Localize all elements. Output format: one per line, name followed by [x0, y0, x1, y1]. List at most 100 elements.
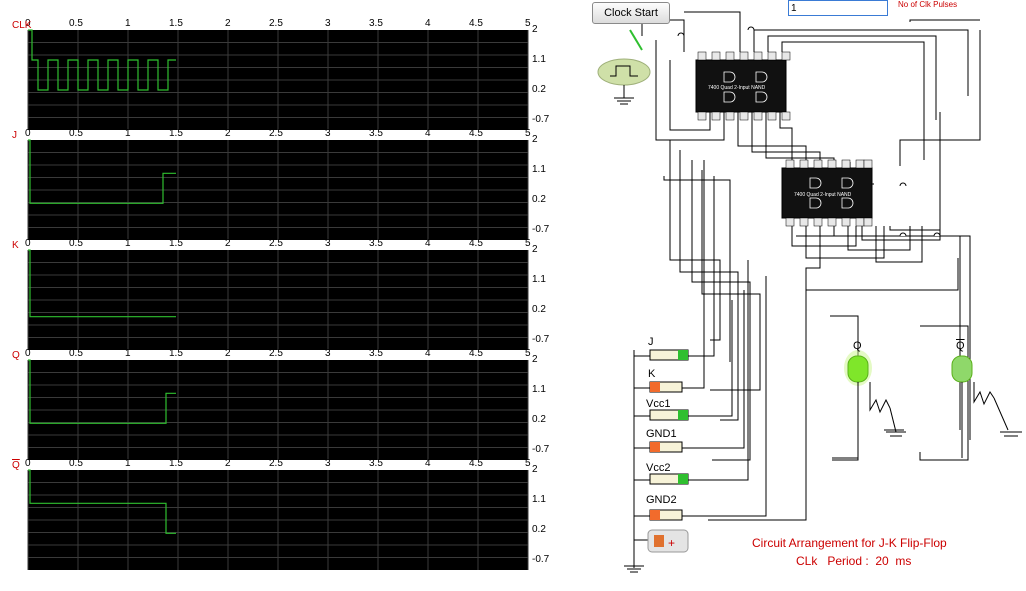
x-tick-label: 1 — [125, 348, 131, 359]
x-tick-label: 2 — [225, 458, 231, 469]
x-tick-label: 0.5 — [69, 348, 83, 359]
switch-vcc2[interactable] — [649, 473, 689, 485]
svg-text:+: + — [668, 536, 675, 550]
x-tick-label: 0 — [25, 128, 31, 139]
y-tick-label: 1.1 — [532, 164, 546, 175]
y-tick-label: 0.2 — [532, 304, 546, 315]
x-tick-label: 5 — [525, 458, 531, 469]
clock-pulses-input[interactable] — [788, 0, 888, 16]
switch-label-vcc2: Vcc2 — [646, 462, 671, 474]
wires — [633, 11, 981, 568]
x-tick-label: 2 — [225, 128, 231, 139]
x-tick-label: 5 — [525, 128, 531, 139]
y-tick-label: -0.7 — [532, 554, 550, 565]
switch-gnd1[interactable] — [649, 441, 683, 453]
x-tick-label: 2 — [225, 18, 231, 29]
trace-q-3 — [28, 359, 176, 424]
switch-label-j: J — [648, 336, 654, 348]
clock-start-button[interactable]: Clock Start — [592, 2, 670, 24]
x-tick-label: 2.5 — [269, 128, 283, 139]
x-tick-label: 0.5 — [69, 128, 83, 139]
x-tick-label: 4 — [425, 458, 431, 469]
led-q-label: Q — [853, 340, 862, 352]
switch-label-gnd1: GND1 — [646, 428, 677, 440]
switch-label-gnd2: GND2 — [646, 494, 677, 506]
battery-icon[interactable]: + — [647, 529, 689, 553]
y-tick-label: 2 — [532, 464, 538, 475]
x-tick-label: 0.5 — [69, 18, 83, 29]
x-tick-label: 0 — [25, 238, 31, 249]
x-tick-label: 1.5 — [169, 238, 183, 249]
y-tick-label: 0.2 — [532, 84, 546, 95]
channel-label-1: J — [12, 130, 17, 141]
x-tick-label: 3.5 — [369, 18, 383, 29]
x-tick-label: 4.5 — [469, 128, 483, 139]
x-tick-label: 1 — [125, 458, 131, 469]
switch-vcc1[interactable] — [649, 409, 689, 421]
trace-j-1 — [28, 139, 176, 204]
x-tick-label: 3 — [325, 238, 331, 249]
switch-j[interactable] — [649, 349, 689, 361]
y-tick-label: 1.1 — [532, 494, 546, 505]
x-tick-label: 4 — [425, 128, 431, 139]
y-tick-label: 0.2 — [532, 414, 546, 425]
x-tick-label: 0.5 — [69, 458, 83, 469]
x-tick-label: 4.5 — [469, 458, 483, 469]
trace-q-4 — [28, 469, 176, 534]
ground-icon — [624, 565, 644, 573]
x-tick-label: 1.5 — [169, 18, 183, 29]
circuit-panel: 7400 Quad 2-Input NAND 7400 Quad 2-Input… — [560, 0, 1026, 591]
nand-chip-1[interactable]: 7400 Quad 2-Input NAND — [695, 51, 791, 121]
x-tick-label: 2.5 — [269, 348, 283, 359]
y-tick-label: 2 — [532, 134, 538, 145]
switch-k[interactable] — [649, 381, 683, 393]
chip-label-1: 7400 Quad 2-Input NAND — [708, 85, 766, 91]
switch-label-k: K — [648, 368, 656, 380]
x-tick-label: 4 — [425, 238, 431, 249]
x-tick-label: 3 — [325, 128, 331, 139]
x-tick-label: 0 — [25, 348, 31, 359]
x-tick-label: 5 — [525, 238, 531, 249]
y-tick-label: 2 — [532, 24, 538, 35]
circuit-diagram: 7400 Quad 2-Input NAND 7400 Quad 2-Input… — [597, 11, 1022, 573]
channel-label-0: CLK — [12, 20, 32, 31]
channel-label-2: K — [12, 240, 19, 251]
x-tick-label: 4.5 — [469, 238, 483, 249]
y-tick-label: 0.2 — [532, 194, 546, 205]
x-tick-label: 0.5 — [69, 238, 83, 249]
x-tick-label: 1 — [125, 128, 131, 139]
x-tick-label: 3 — [325, 348, 331, 359]
y-tick-label: 2 — [532, 244, 538, 255]
trace-clk-0 — [28, 29, 176, 91]
switch-bank — [649, 349, 689, 521]
x-tick-label: 4 — [425, 348, 431, 359]
circuit-caption-period: CLk Period : 20 ms — [796, 554, 912, 568]
clock-pulses-label: No of Clk Pulses — [898, 0, 958, 9]
y-tick-label: 1.1 — [532, 54, 546, 65]
x-tick-label: 3.5 — [369, 458, 383, 469]
x-tick-label: 4 — [425, 18, 431, 29]
trace-k-2 — [28, 249, 176, 318]
oscilloscope-plots — [27, 29, 529, 570]
x-tick-label: 2.5 — [269, 18, 283, 29]
x-tick-label: 5 — [525, 348, 531, 359]
x-tick-label: 5 — [525, 18, 531, 29]
led-qbar-label: Q — [956, 340, 965, 352]
nand-chip-2[interactable]: 7400 Quad 2-Input NAND — [781, 159, 873, 227]
wire-hops — [677, 26, 941, 237]
clock-source[interactable] — [597, 29, 651, 105]
led-qbar — [951, 355, 1022, 458]
switch-gnd2[interactable] — [649, 509, 683, 521]
chip-label-2: 7400 Quad 2-Input NAND — [794, 192, 852, 198]
x-tick-label: 0 — [25, 458, 31, 469]
x-tick-label: 2.5 — [269, 458, 283, 469]
x-tick-label: 3 — [325, 458, 331, 469]
x-tick-label: 3.5 — [369, 238, 383, 249]
y-tick-label: 1.1 — [532, 274, 546, 285]
x-tick-label: 2 — [225, 238, 231, 249]
x-tick-label: 4.5 — [469, 348, 483, 359]
x-tick-label: 3.5 — [369, 128, 383, 139]
x-tick-label: 1 — [125, 18, 131, 29]
led-q — [844, 350, 906, 458]
